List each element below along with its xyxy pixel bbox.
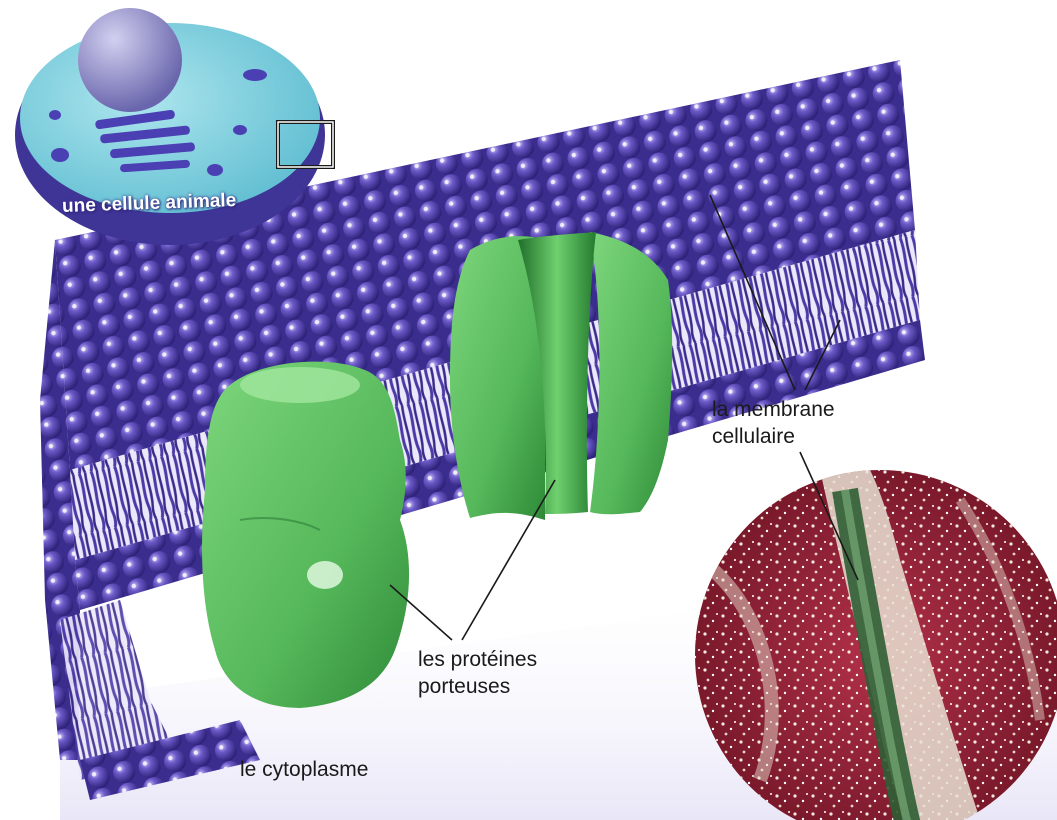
- channel-protein-right-half: [590, 232, 672, 514]
- label-carrier-proteins: les protéines porteuses: [418, 646, 598, 700]
- nucleus: [78, 8, 182, 112]
- label-carrier-proteins-line1: les protéines: [418, 646, 598, 673]
- label-carrier-proteins-line2: porteuses: [418, 673, 598, 700]
- label-cell-membrane-line2: cellulaire: [712, 423, 912, 450]
- protein-left-top: [240, 367, 360, 403]
- label-cell-membrane: la membrane cellulaire: [712, 396, 912, 450]
- label-cytoplasm: le cytoplasme: [240, 756, 368, 783]
- carrier-protein-left: [202, 362, 409, 708]
- label-cell-membrane-line1: la membrane: [712, 396, 912, 423]
